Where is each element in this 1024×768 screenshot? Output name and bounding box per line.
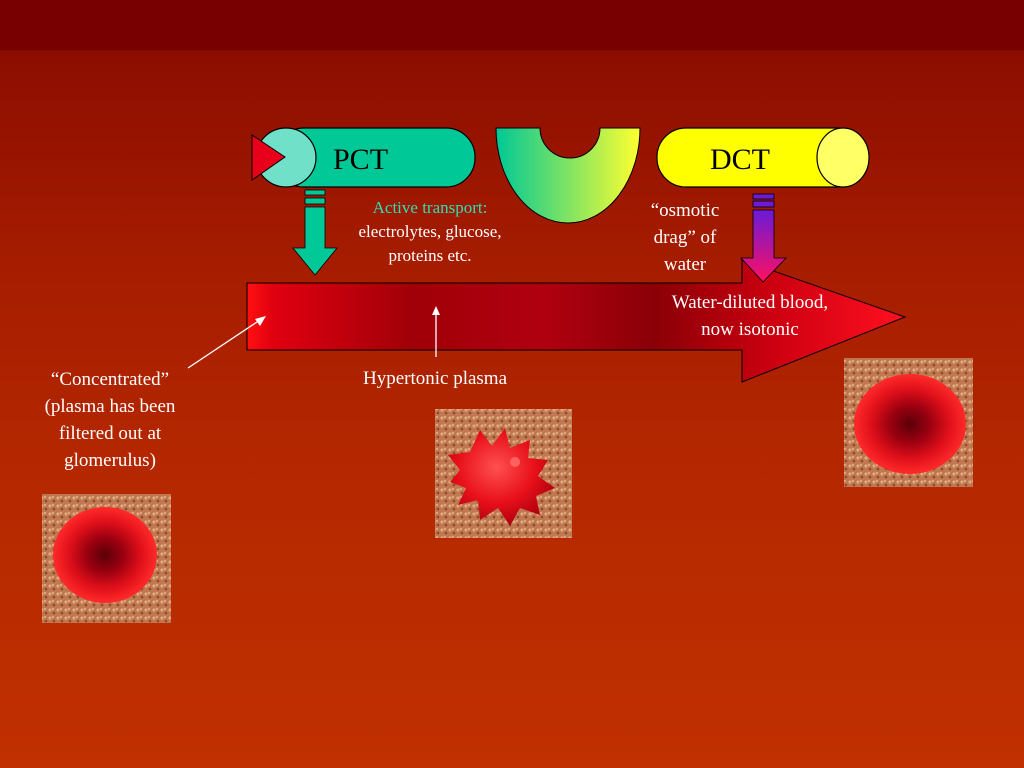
active-transport-line-1: electrolytes, glucose, <box>358 222 502 241</box>
rbc-photo-hypertonic <box>435 409 572 538</box>
active-transport-line-2: proteins etc. <box>388 246 472 265</box>
loop-of-henle <box>495 127 641 224</box>
active-transport-arrow-icon <box>292 189 338 276</box>
concentrated-text: “Concentrated” (plasma has been filtered… <box>20 366 200 474</box>
dct-label: DCT <box>710 143 770 176</box>
active-transport-title: Active transport: <box>372 198 488 217</box>
pct-tube <box>251 127 476 188</box>
osmotic-line-3: water <box>663 254 707 275</box>
rbc-photo-isotonic <box>844 358 973 487</box>
osmotic-drag-arrow-icon <box>740 193 787 283</box>
pct-inlet-arrow-icon <box>251 134 286 181</box>
dct-tube <box>656 127 870 188</box>
osmotic-line-1: “osmotic <box>650 200 720 221</box>
concentrated-line-2: (plasma has been <box>44 396 176 417</box>
blood-flow-arrow <box>246 259 907 383</box>
osmotic-drag-text: “osmotic drag” of water <box>630 197 740 278</box>
water-diluted-text: Water-diluted blood, now isotonic <box>645 289 855 343</box>
rbc-photo-concentrated <box>42 494 171 623</box>
concentrated-line-4: glomerulus) <box>64 450 156 471</box>
water-diluted-line-1: Water-diluted blood, <box>671 292 829 313</box>
active-transport-text: Active transport: electrolytes, glucose,… <box>330 196 530 268</box>
title-band <box>0 0 1024 50</box>
concentrated-pointer <box>187 319 261 369</box>
concentrated-line-3: filtered out at <box>58 423 162 444</box>
water-diluted-line-2: now isotonic <box>701 319 799 340</box>
osmotic-line-2: drag” of <box>653 227 717 248</box>
hypertonic-label: Hypertonic plasma <box>362 368 508 389</box>
pct-label: PCT <box>333 143 389 176</box>
concentrated-line-1: “Concentrated” <box>50 369 170 390</box>
